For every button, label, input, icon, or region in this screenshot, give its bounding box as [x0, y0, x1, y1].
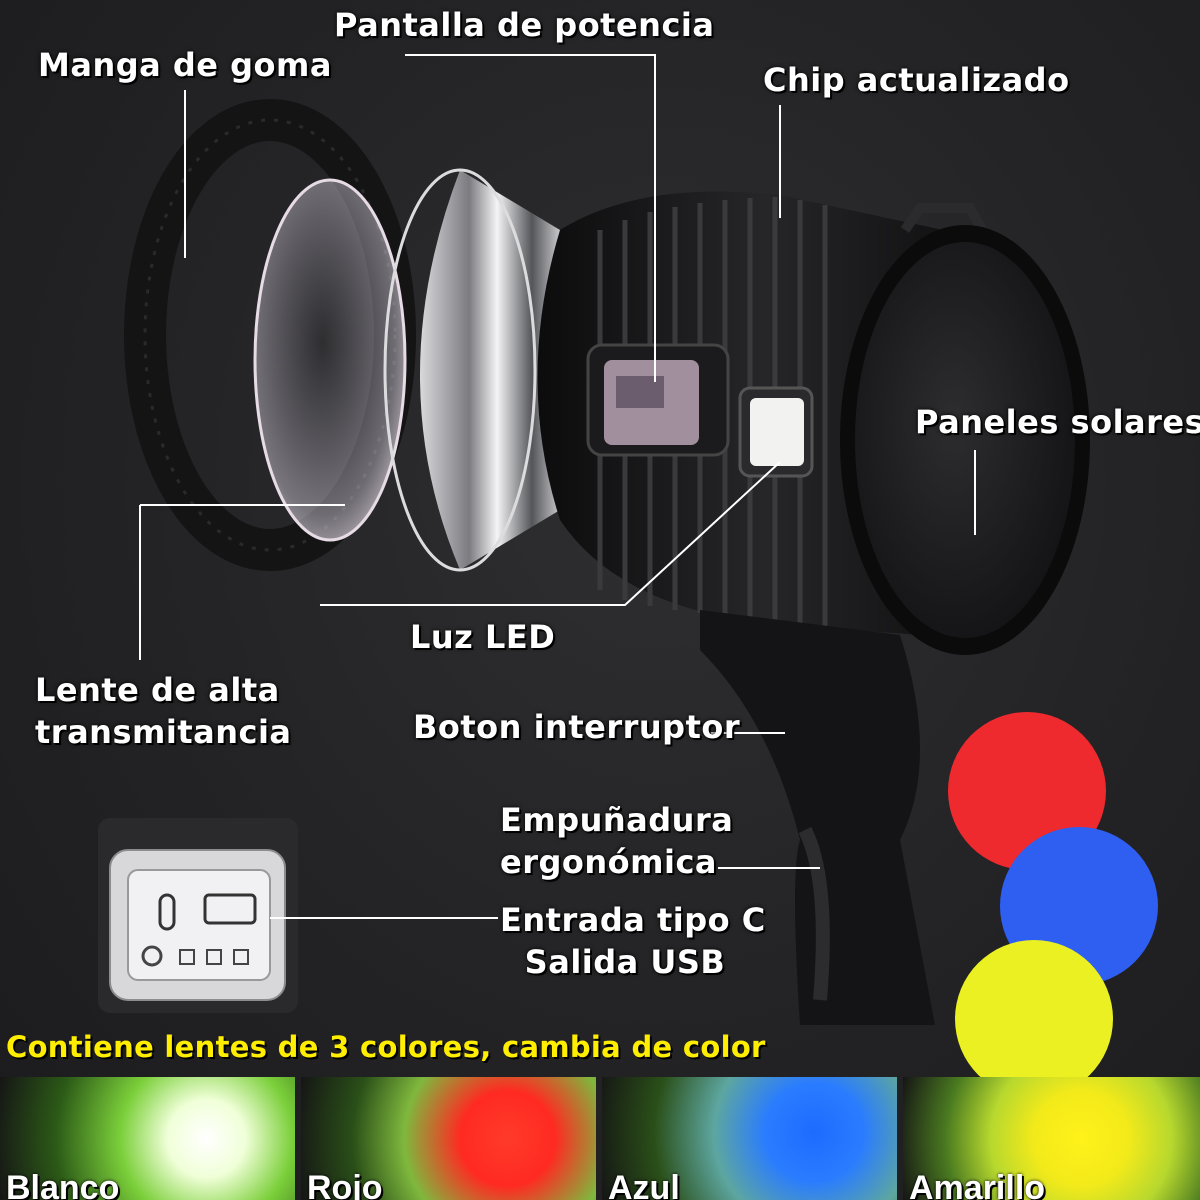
- ports-label-line1: Entrada tipo C: [500, 901, 766, 939]
- usb-c-port-icon: [158, 893, 176, 931]
- grip-label-line1: Empuñadura: [500, 801, 734, 839]
- ergonomic-grip: [700, 610, 935, 1025]
- lens-label-line1: Lente de alta: [35, 671, 280, 709]
- tile-red-label: Rojo: [307, 1169, 383, 1200]
- solar-panels-label: Paneles solares: [915, 403, 1200, 441]
- switch-button-label: Boton interruptor: [413, 708, 741, 746]
- led-light-label: Luz LED: [410, 618, 556, 656]
- yellow-lens-disc: [955, 940, 1113, 1098]
- tile-blue-label: Azul: [608, 1169, 680, 1200]
- tile-red: Rojo: [301, 1077, 596, 1200]
- usb-port-icon: [203, 893, 257, 925]
- color-lens-banner: Contiene lentes de 3 colores, cambia de …: [6, 1030, 766, 1064]
- grip-label-line2: ergonómica: [500, 842, 718, 881]
- tile-white: Blanco: [0, 1077, 295, 1200]
- tile-white-label: Blanco: [6, 1169, 120, 1200]
- callout-leaders: [139, 54, 976, 919]
- grip-label: Empuñadura ergonómica: [500, 800, 734, 883]
- power-display: [586, 343, 730, 457]
- led-light: [738, 386, 814, 478]
- lens-label-line2: transmitancia: [35, 712, 292, 751]
- tile-yellow: Amarillo: [903, 1077, 1200, 1200]
- upgraded-chip-label: Chip actualizado: [763, 61, 1070, 99]
- lens-label: Lente de alta transmitancia: [35, 670, 292, 753]
- rubber-sleeve-label: Manga de goma: [38, 46, 332, 84]
- ports-inset: [98, 818, 298, 1013]
- tile-blue: Azul: [602, 1077, 897, 1200]
- high-transmittance-lens: [253, 178, 407, 542]
- flashlight-illustration: [98, 54, 1090, 1025]
- power-display-label: Pantalla de potencia: [334, 6, 715, 44]
- tile-yellow-label: Amarillo: [909, 1169, 1046, 1200]
- ports-label: Entrada tipo C Salida USB: [500, 900, 766, 983]
- ports-label-line2: Salida USB: [524, 942, 726, 981]
- solar-panel: [840, 225, 1090, 655]
